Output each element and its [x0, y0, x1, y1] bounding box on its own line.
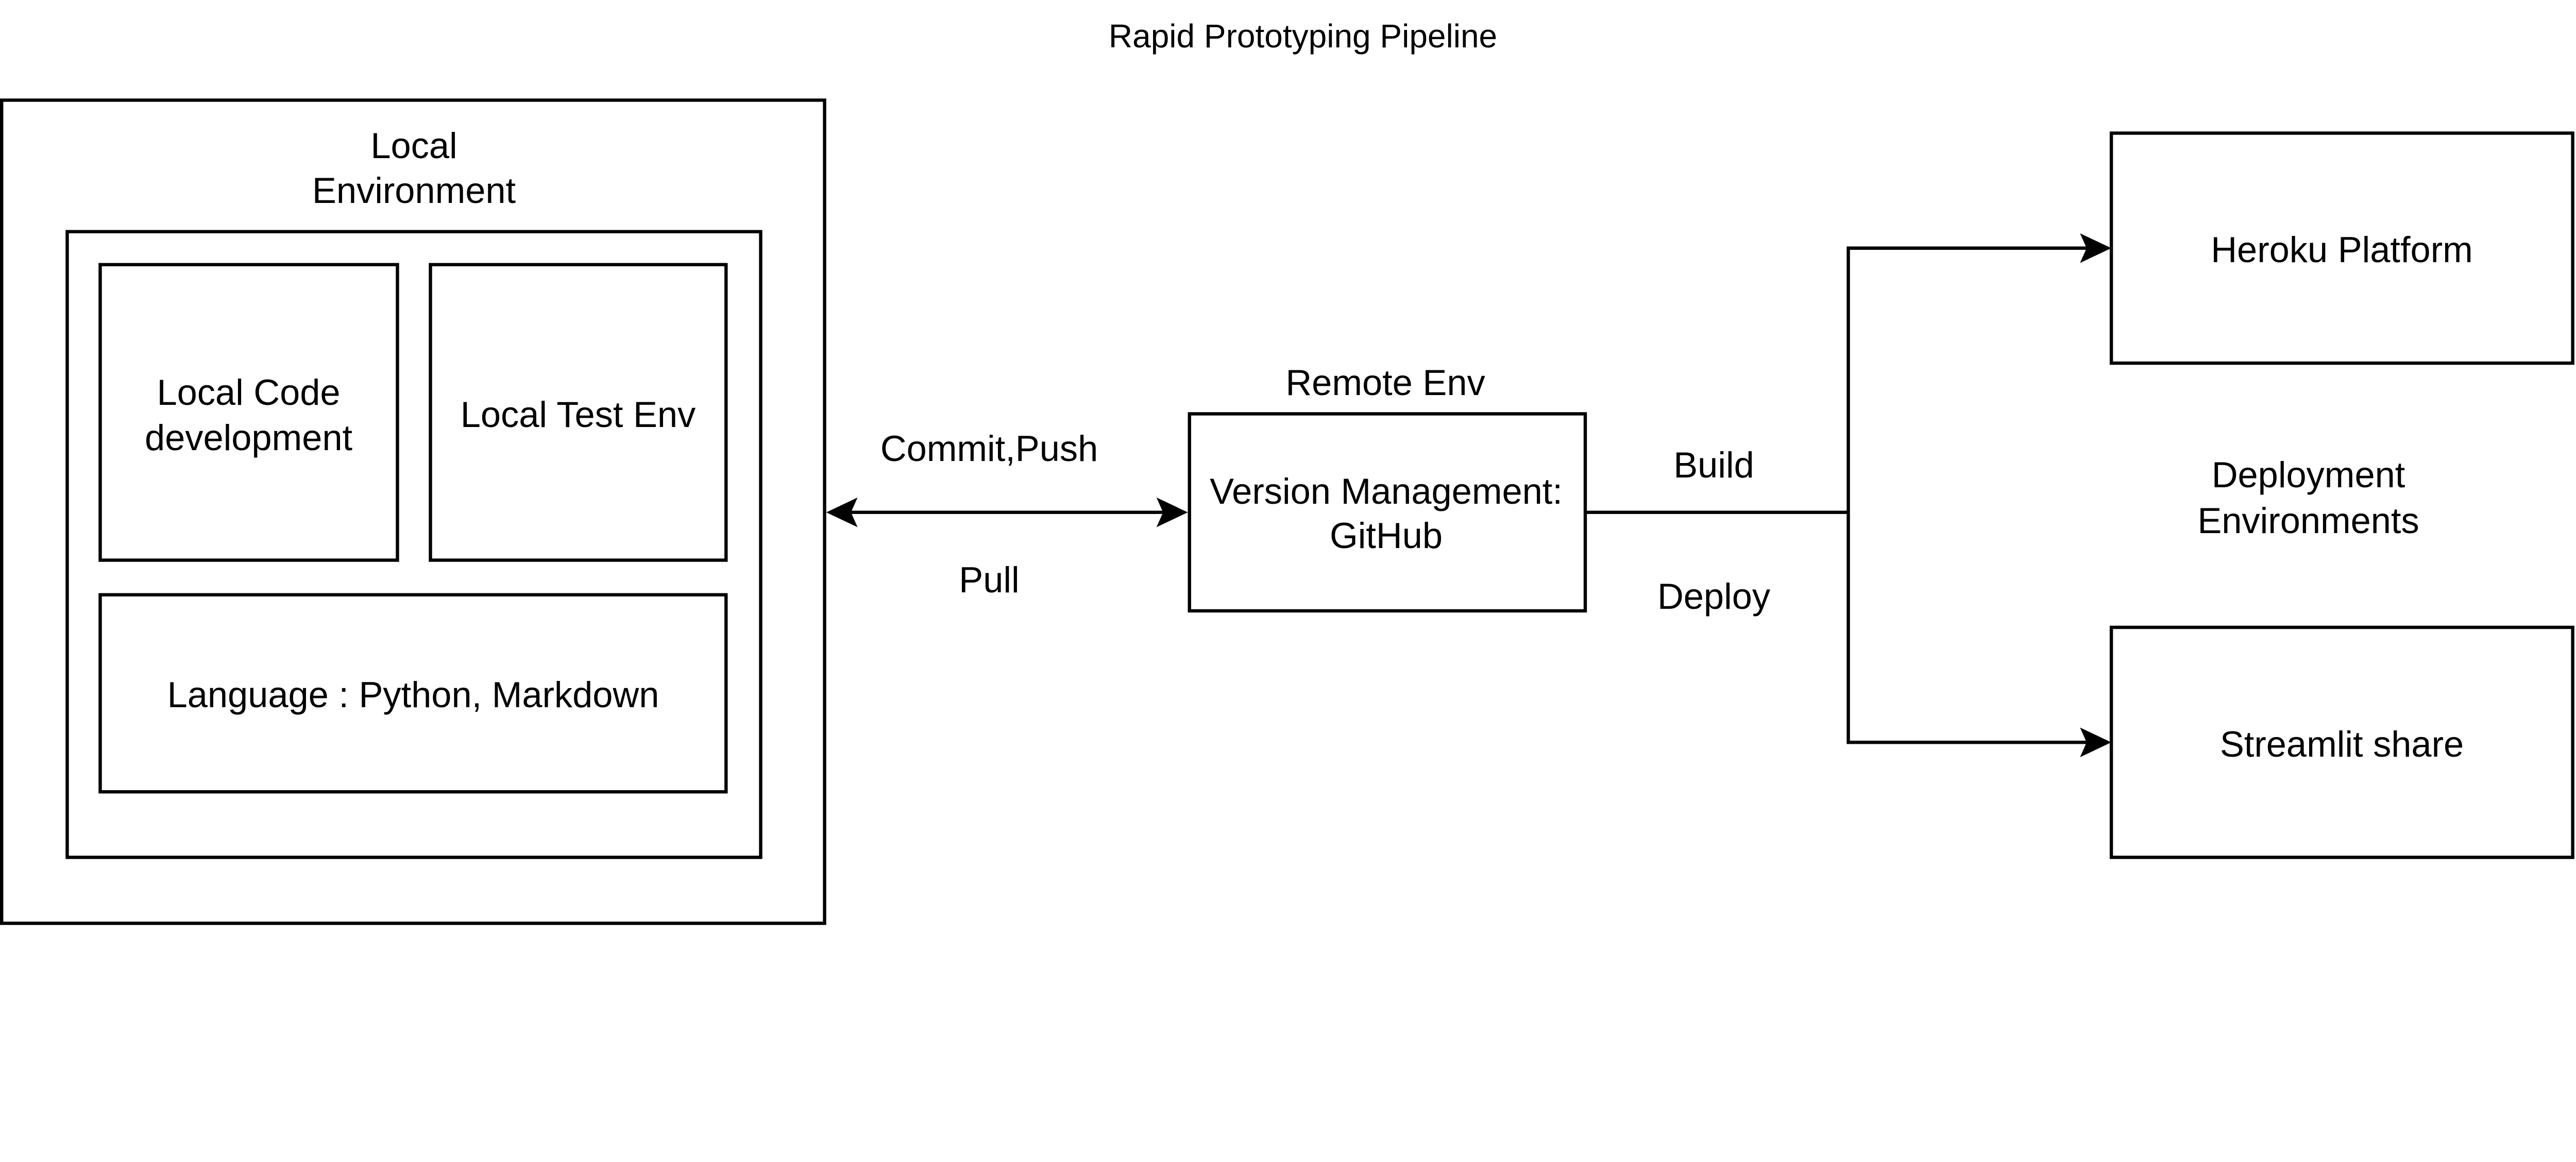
local-environment-label-line2: Environment [312, 170, 516, 211]
deployment-label-line1: Deployment [2211, 454, 2405, 495]
heroku-label: Heroku Platform [2211, 229, 2473, 270]
deployment-label-line2: Environments [2197, 500, 2419, 541]
github-box [1188, 412, 1587, 613]
arrowhead-heroku [2080, 233, 2112, 263]
streamlit-box [2109, 625, 2574, 859]
remote-env-label: Remote Env [1285, 362, 1485, 403]
arrowhead-right [1156, 497, 1188, 527]
local-code-label-line1: Local Code [157, 371, 341, 413]
language-box [98, 593, 728, 794]
local-test-label: Local Test Env [460, 394, 696, 435]
local-code-box [98, 263, 399, 562]
diagram-shapes [0, 98, 2574, 925]
github-label-line1: Version Management: [1210, 470, 1563, 511]
streamlit-label: Streamlit share [2219, 723, 2464, 764]
pipeline-diagram: Rapid Prototyping Pipeline Local Environ… [0, 18, 2574, 925]
language-label: Language : Python, Markdown [167, 674, 659, 715]
github-label-line2: GitHub [1329, 515, 1443, 556]
diagram-title: Rapid Prototyping Pipeline [1108, 18, 1498, 55]
deploy-label: Deploy [1657, 575, 1771, 617]
local-test-box [429, 263, 728, 562]
connector-to-streamlit [1846, 512, 2095, 744]
local-code-label-line2: development [144, 417, 353, 458]
commit-push-label: Commit,Push [880, 428, 1098, 469]
heroku-box [2109, 131, 2574, 365]
arrowhead-streamlit [2080, 727, 2112, 758]
arrowhead-left [826, 497, 858, 527]
pull-label: Pull [959, 559, 1020, 600]
local-environment-label-line1: Local [370, 125, 457, 166]
connector-to-heroku [1846, 246, 2095, 512]
build-label: Build [1673, 444, 1754, 485]
